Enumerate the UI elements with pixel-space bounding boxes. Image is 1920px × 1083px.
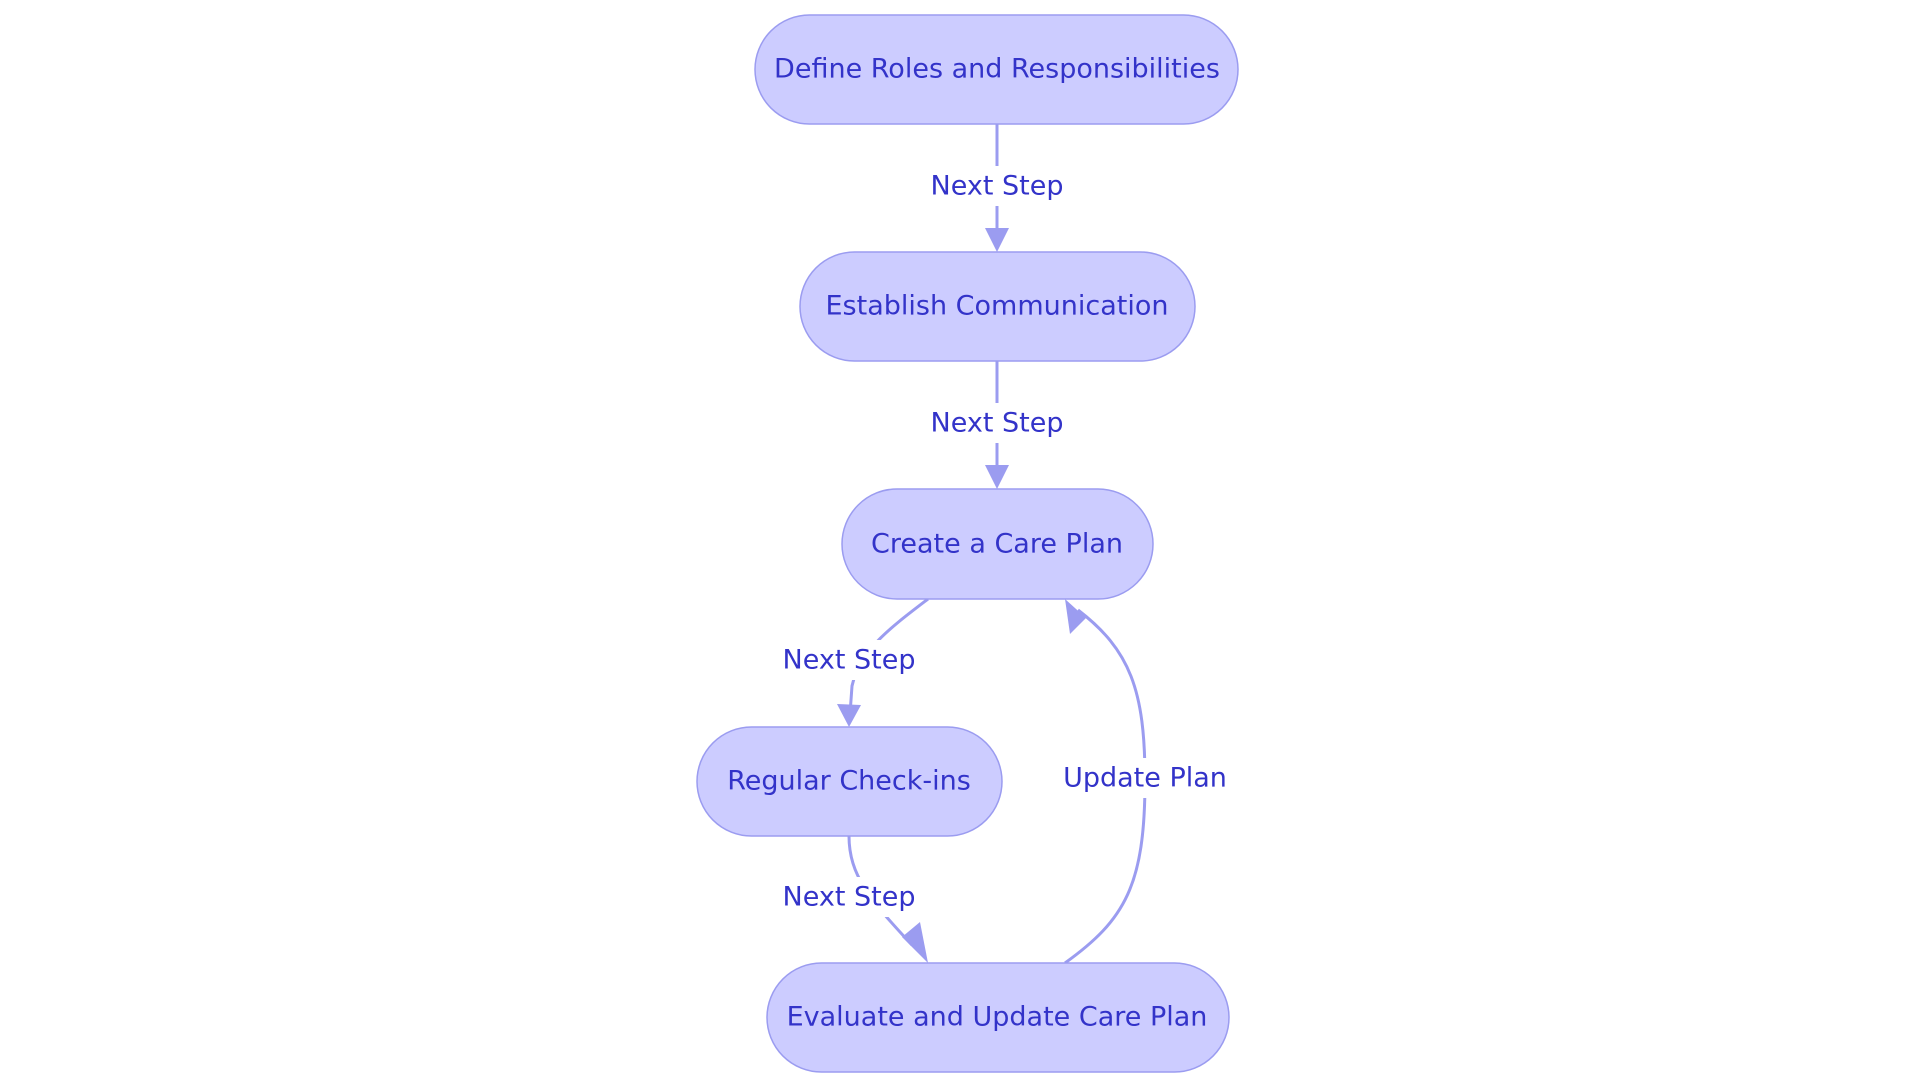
arrow-head-icon <box>985 228 1009 252</box>
node-shape <box>696 726 1003 837</box>
edges: Next Step Next Step Next Step Next Step <box>780 124 1227 965</box>
edge-care-plan-to-check-ins: Next Step <box>780 597 929 727</box>
node-label: Create a Care Plan <box>871 529 1123 560</box>
edge-label-next-step-3: Next Step <box>783 645 916 676</box>
node-shape <box>841 488 1154 600</box>
node-shape <box>754 14 1239 125</box>
edge-label-update-plan: Update Plan <box>1063 763 1227 794</box>
node-shape <box>766 962 1230 1073</box>
edge-evaluate-to-care-plan: Update Plan <box>1063 599 1227 965</box>
node-define-roles[interactable]: Define Roles and Responsibilities <box>754 14 1239 125</box>
node-establish-communication[interactable]: Establish Communication <box>799 251 1196 362</box>
arrow-head-icon <box>1065 599 1086 634</box>
edge-label-next-step-4: Next Step <box>783 882 916 913</box>
edge-check-ins-to-evaluate: Next Step <box>780 835 928 963</box>
node-create-care-plan[interactable]: Create a Care Plan <box>841 488 1154 600</box>
node-regular-check-ins[interactable]: Regular Check-ins <box>696 726 1003 837</box>
node-label: Regular Check-ins <box>727 766 971 797</box>
nodes: Define Roles and Responsibilities Establ… <box>696 14 1239 1073</box>
node-label: Define Roles and Responsibilities <box>774 54 1220 85</box>
node-label: Evaluate and Update Care Plan <box>787 1002 1208 1033</box>
arrow-head-icon <box>985 465 1009 489</box>
node-shape <box>799 251 1196 362</box>
edge-define-to-communication: Next Step <box>928 124 1066 252</box>
edge-communication-to-care-plan: Next Step <box>928 361 1066 489</box>
edge-label-next-step-2: Next Step <box>931 408 1064 439</box>
arrow-head-icon <box>837 704 861 727</box>
node-evaluate-update[interactable]: Evaluate and Update Care Plan <box>766 962 1230 1073</box>
edge-label-next-step-1: Next Step <box>931 171 1064 202</box>
node-label: Establish Communication <box>826 291 1169 322</box>
arrow-head-icon <box>902 922 928 963</box>
